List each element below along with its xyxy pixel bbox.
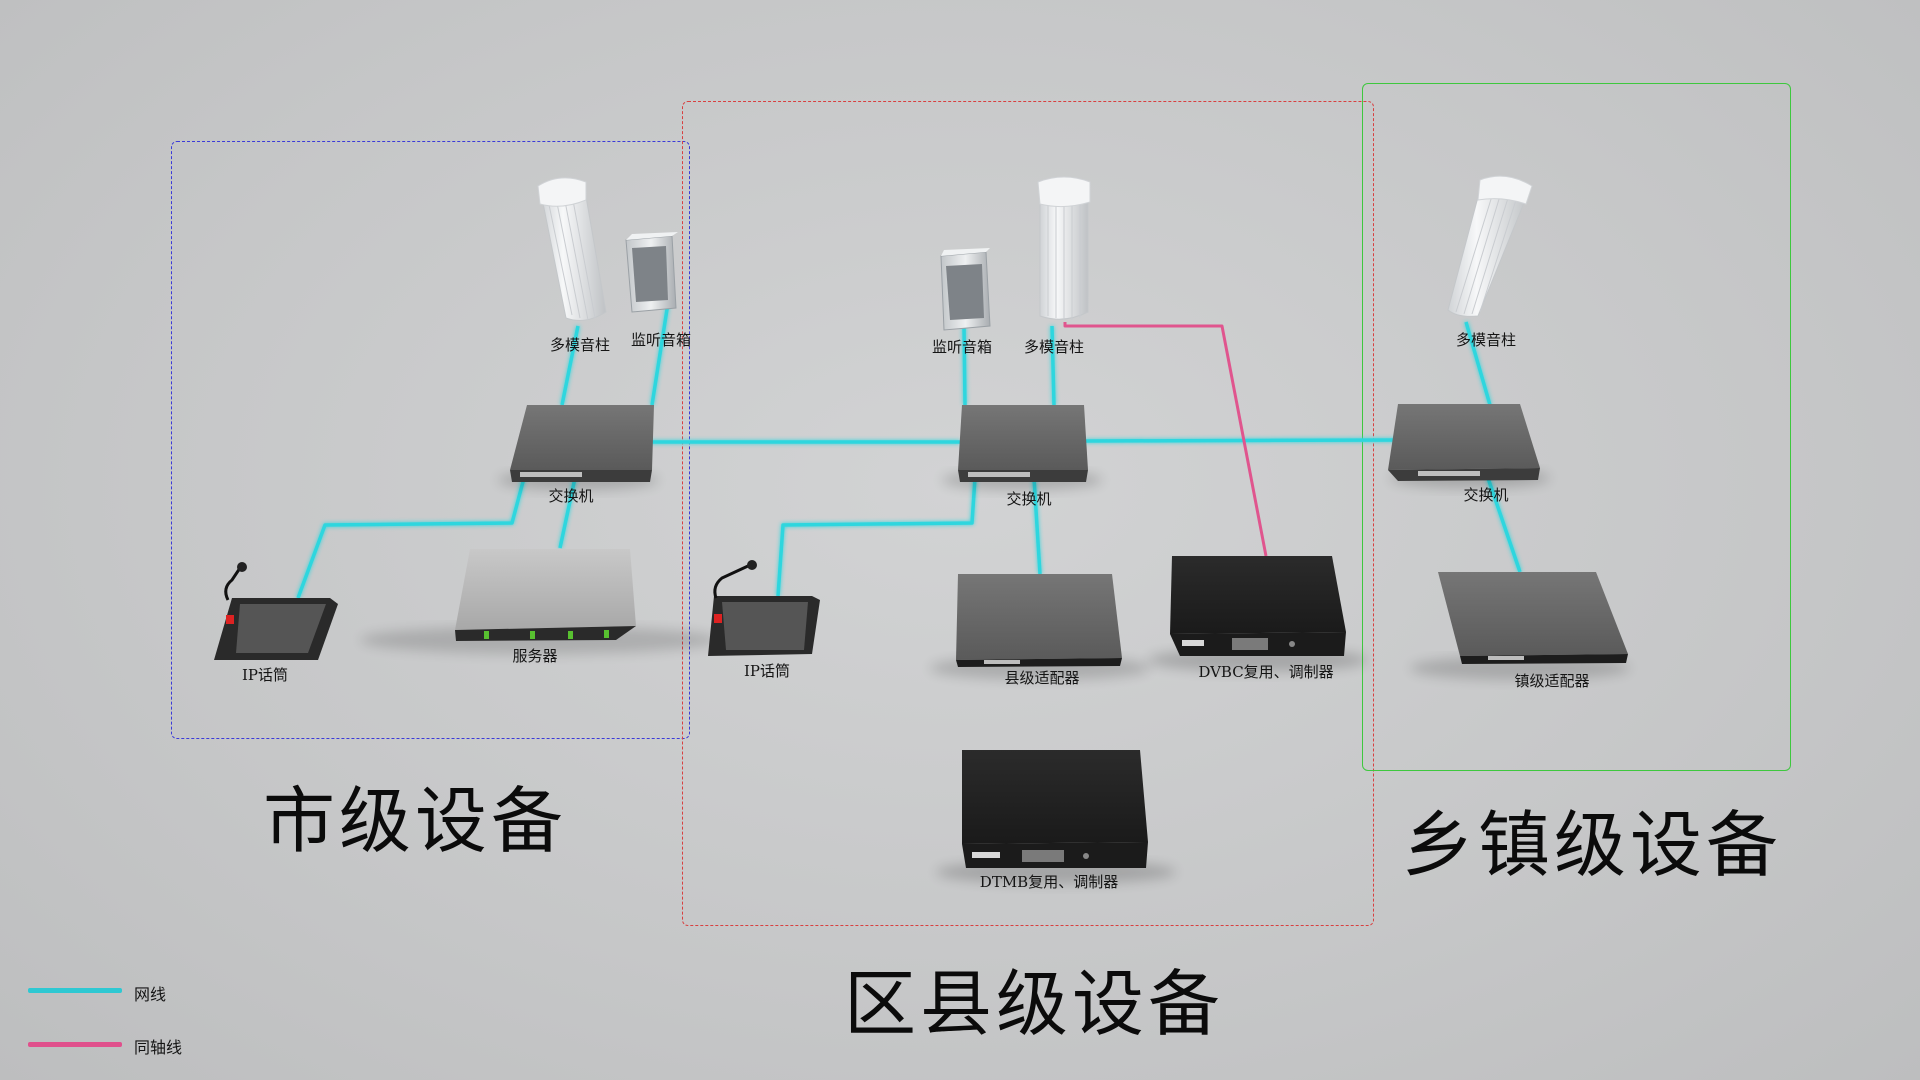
town-switch-label: 交换机 <box>1463 486 1509 504</box>
town-adapter-device <box>1410 572 1630 680</box>
legend-network-label: 网线 <box>134 985 167 1004</box>
county-adapter-cable <box>1032 477 1042 575</box>
coax-cables <box>1063 322 1268 557</box>
county-dvbc-label: DVBC复用、调制器 <box>1198 663 1334 681</box>
county-dtmb-device <box>936 750 1176 884</box>
county-monitor-speaker <box>940 248 991 331</box>
town-column-speaker <box>1447 175 1533 317</box>
county-switch-device <box>942 405 1102 490</box>
city-server-label: 服务器 <box>512 647 558 665</box>
county-column-cable <box>1050 325 1056 406</box>
county-dtmb-label: DTMB复用、调制器 <box>979 873 1119 891</box>
city-ipphone-label: IP话筒 <box>241 666 289 684</box>
city-column-speaker <box>537 177 607 321</box>
county-zone-title: 区县级设备 <box>843 962 1225 1046</box>
town-zone-title: 乡镇级设备 <box>1401 803 1783 887</box>
city-server-device <box>360 549 720 654</box>
coax-cable-column-dvbc <box>1063 322 1268 557</box>
city-column-label: 多模音柱 <box>549 336 611 354</box>
county-ipphone-label: IP话筒 <box>743 662 791 680</box>
city-zone-frame <box>171 141 690 739</box>
city-ipphone-cable <box>296 477 526 599</box>
county-monitor-label: 监听音箱 <box>931 338 993 356</box>
town-column-cable <box>1464 321 1492 406</box>
city-monitor-label: 监听音箱 <box>630 331 692 349</box>
town-adapter-label: 镇级适配器 <box>1514 672 1590 690</box>
county-ipphone-cable <box>776 477 977 597</box>
town-column-label: 多模音柱 <box>1455 331 1517 349</box>
county-switch-label: 交换机 <box>1006 490 1052 508</box>
county-zone-frame <box>682 101 1374 926</box>
city-zone-title: 市级设备 <box>262 779 568 863</box>
legend-network-swatch <box>28 988 122 993</box>
city-ip-phone-device <box>214 562 338 660</box>
city-monitor-cable <box>650 302 670 406</box>
county-adapter-device <box>930 574 1150 680</box>
town-zone-frame <box>1362 83 1791 771</box>
legend-coax-label: 同轴线 <box>134 1038 183 1057</box>
city-switch-label: 交换机 <box>548 487 594 505</box>
county-dvbc-device <box>1148 556 1368 672</box>
city-column-cable <box>560 325 580 406</box>
legend-coax-swatch <box>28 1042 122 1047</box>
town-adapter-cable <box>1486 477 1522 573</box>
county-column-label: 多模音柱 <box>1023 338 1085 356</box>
city-monitor-speaker <box>625 232 678 313</box>
county-ip-phone-device <box>708 560 820 656</box>
county-monitor-cable <box>962 325 967 406</box>
county-column-speaker <box>1037 176 1091 320</box>
county-adapter-label: 县级适配器 <box>1004 669 1080 687</box>
town-switch-device <box>1388 404 1550 488</box>
city-switch-device <box>498 405 658 490</box>
